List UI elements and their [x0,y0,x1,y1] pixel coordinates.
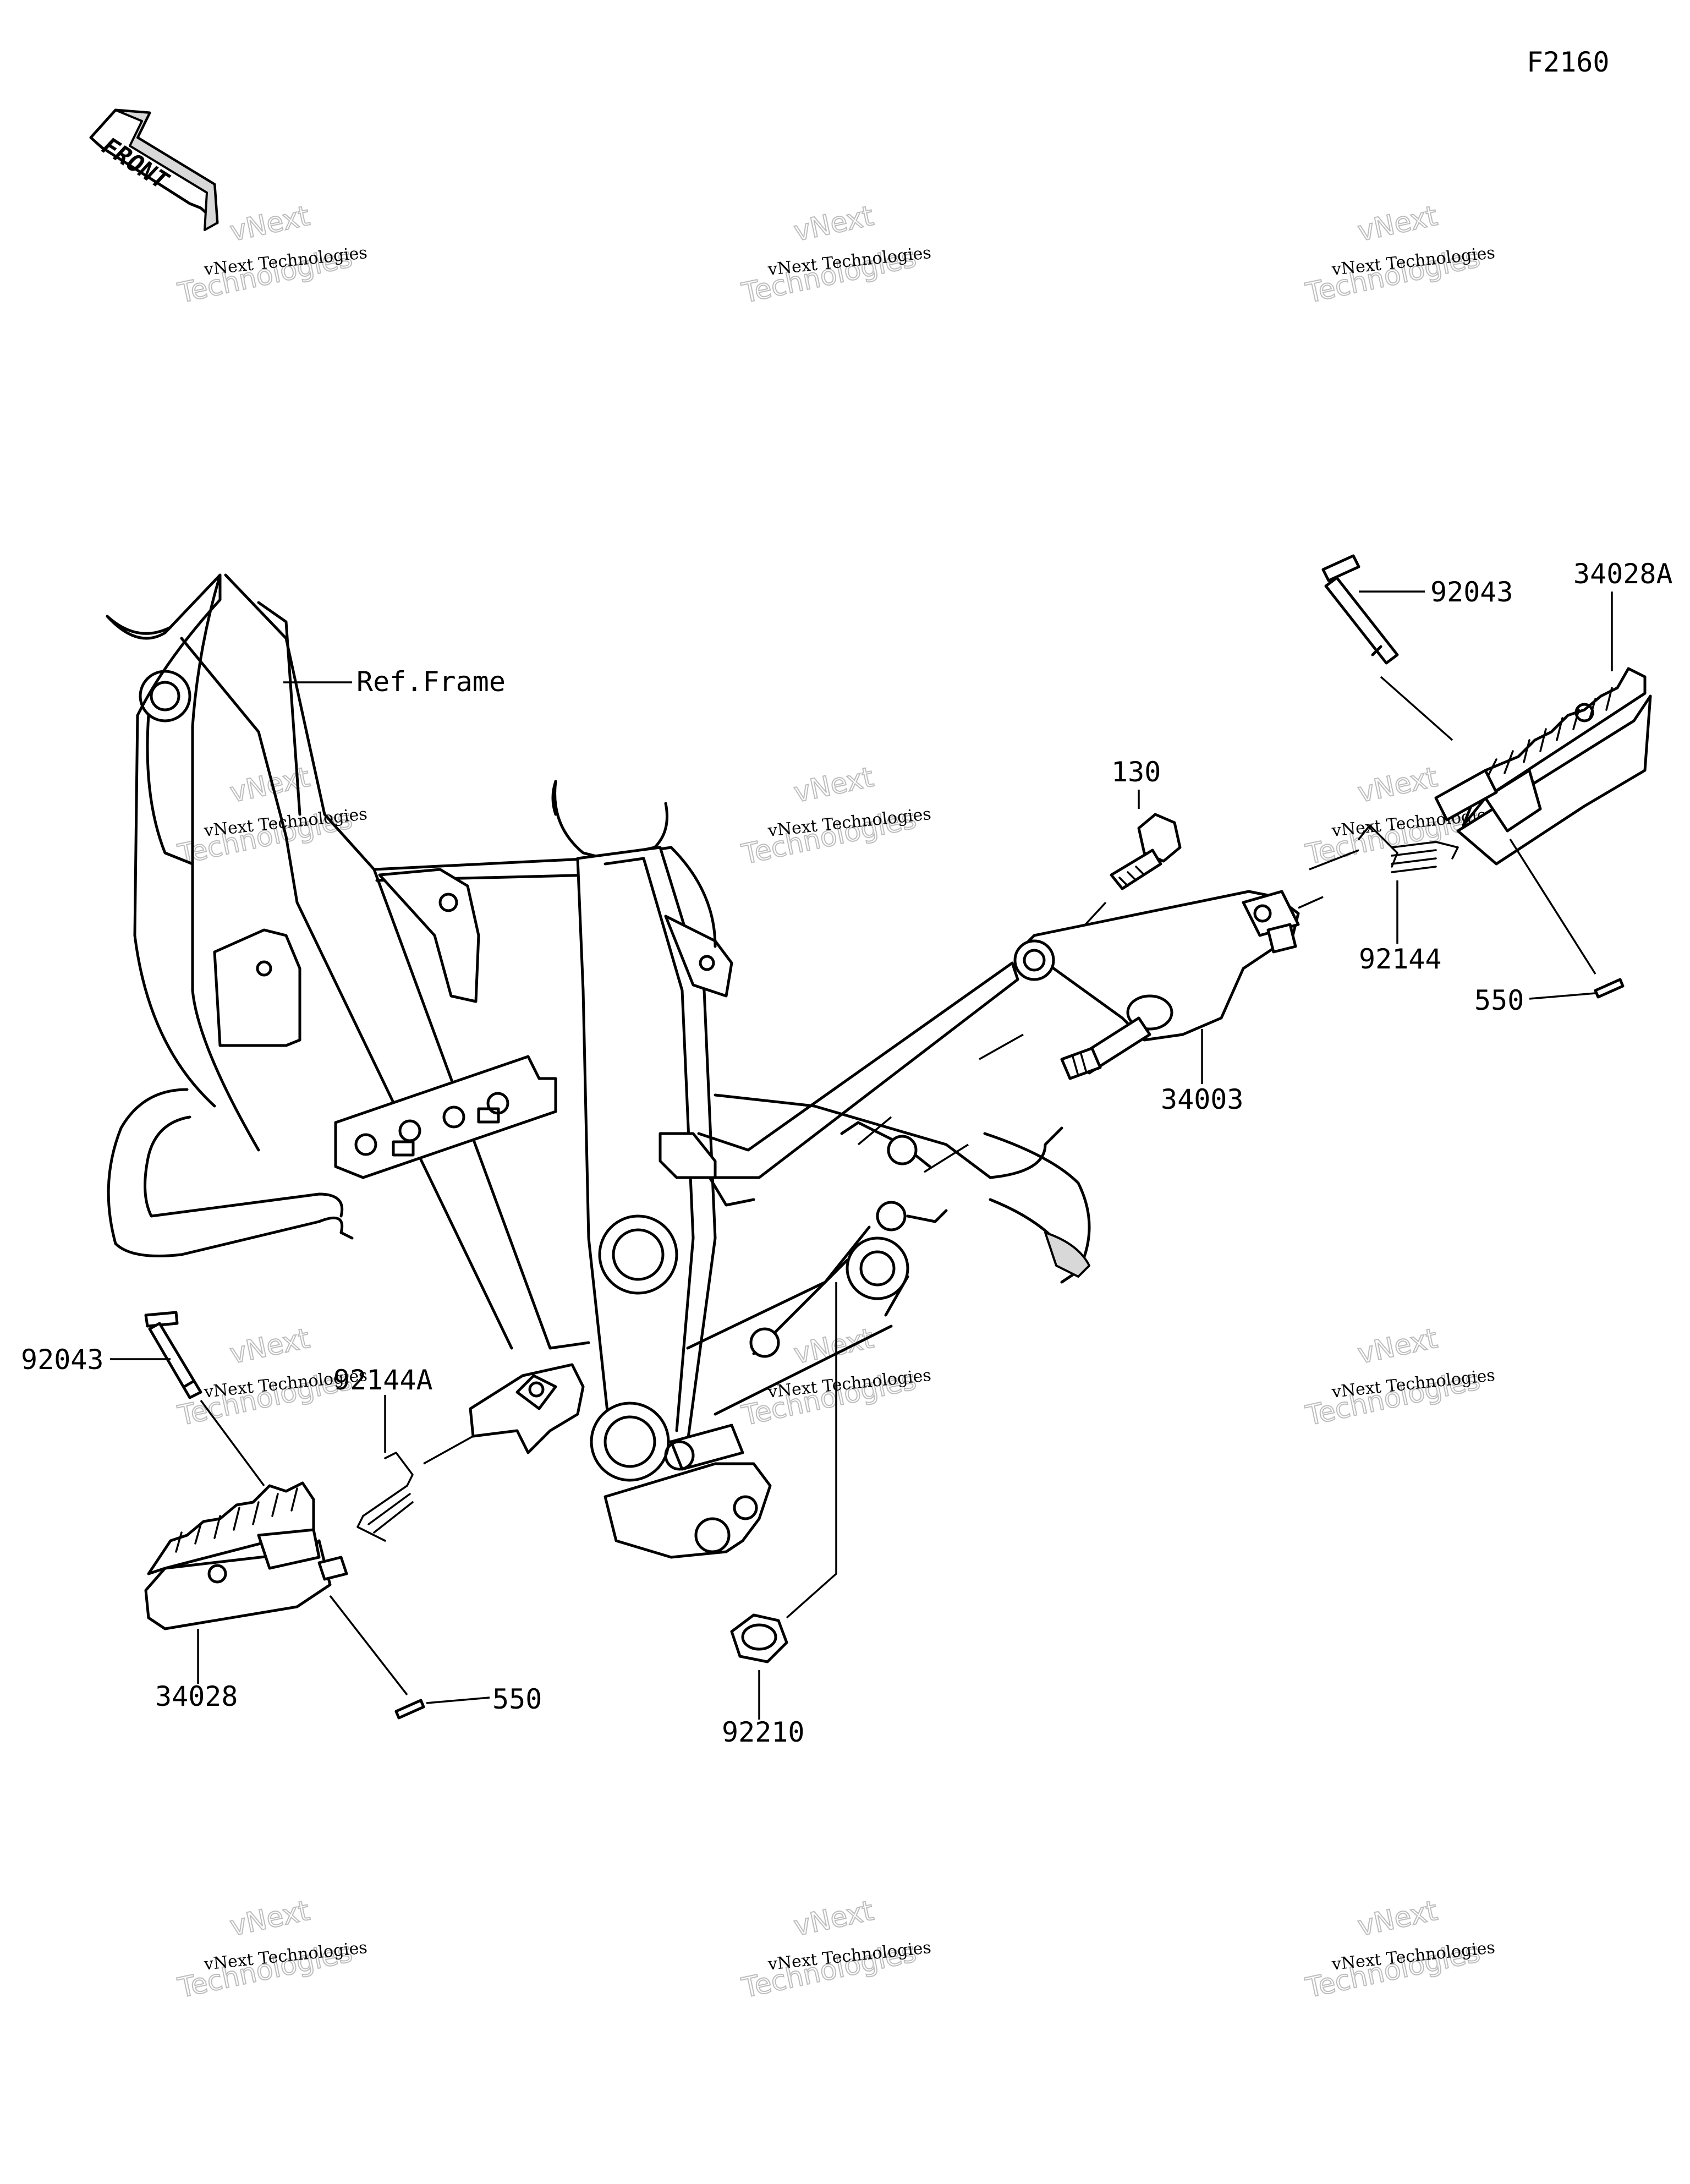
svg-text:vNext: vNext [227,1322,312,1370]
frame-front-tube [107,1088,354,1257]
watermark: vNext Technologies vNext Technologies [174,1894,368,2005]
svg-text:vNext: vNext [791,761,876,809]
svg-text:vNext: vNext [791,200,876,248]
footpeg-right [1434,667,1652,866]
pin-right [1321,554,1399,665]
footpeg-left-label: 34028 [155,1681,238,1712]
footpeg-bracket [1013,890,1300,1080]
watermark: vNext Technologies vNext Technologies [1302,1894,1496,2005]
spring-left-label: 92144A [333,1364,433,1396]
frame-spine [553,780,668,860]
cotter-pin-right [1594,978,1625,999]
frame-cross-brace [334,1055,557,1179]
diagram-code: F2160 [1527,46,1610,78]
pin-left [144,1311,202,1399]
svg-text:vNext: vNext [1355,761,1440,809]
frame-main-rail [224,573,590,1350]
pin-right-label: 92043 [1430,576,1513,608]
frame-tab [378,868,480,1003]
nut-label: 92210 [722,1716,805,1748]
svg-text:vNext: vNext [791,1322,876,1370]
front-arrow-icon: FRONT [89,108,219,231]
frame-down-tube [106,573,222,1108]
watermark: vNext Technologies vNext Technologies [738,1894,932,2005]
bolt-label: 130 [1111,756,1161,788]
bolt [1110,813,1182,890]
svg-text:vNext: vNext [227,200,312,248]
nut [730,1613,788,1663]
watermark: vNext Technologies vNext Technologies [738,760,932,871]
frame-rear-curve [983,1132,1091,1284]
svg-text:vNext: vNext [1355,1895,1440,1942]
footpeg-left [144,1481,348,1630]
svg-text:vNext: vNext [1355,200,1440,248]
watermark: vNext Technologies vNext Technologies [174,199,368,310]
svg-text:vNext: vNext [227,1895,312,1942]
frame-right-rail [697,961,1019,1179]
watermark-grid: vNext Technologies vNext Technologies vN… [174,199,1496,2005]
spring-left [356,1452,414,1542]
svg-text:vNext: vNext [1355,1322,1440,1370]
frame-tube-outline [191,573,260,1152]
frame-pivot [598,1214,678,1295]
frame-drawing [106,573,1091,1559]
watermark: vNext Technologies vNext Technologies [1302,1322,1496,1432]
cotter-pin-left-leader [426,1696,490,1704]
svg-text:vNext: vNext [791,1895,876,1942]
ref-frame-label: Ref.Frame [356,666,506,698]
watermark: vNext Technologies vNext Technologies [1302,199,1496,310]
frame-lower-pivot [590,1402,670,1482]
pin-left-label: 92043 [21,1344,104,1376]
footpeg-right-label: 34028A [1573,558,1673,590]
cotter-pin-right-leader [1529,992,1596,1000]
spring-right [1358,824,1459,873]
cotter-pin-left [394,1699,425,1720]
frame-gusset [213,928,301,1047]
spring-right-label: 92144 [1359,943,1442,975]
cotter-pin-left-label: 550 [492,1683,542,1715]
frame-shock-mount [846,1236,909,1300]
cotter-pin-right-label: 550 [1474,984,1524,1016]
footpeg-left-mount [469,1363,585,1454]
watermark: vNext Technologies vNext Technologies [738,199,932,310]
footpeg-bracket-label: 34003 [1161,1083,1244,1115]
